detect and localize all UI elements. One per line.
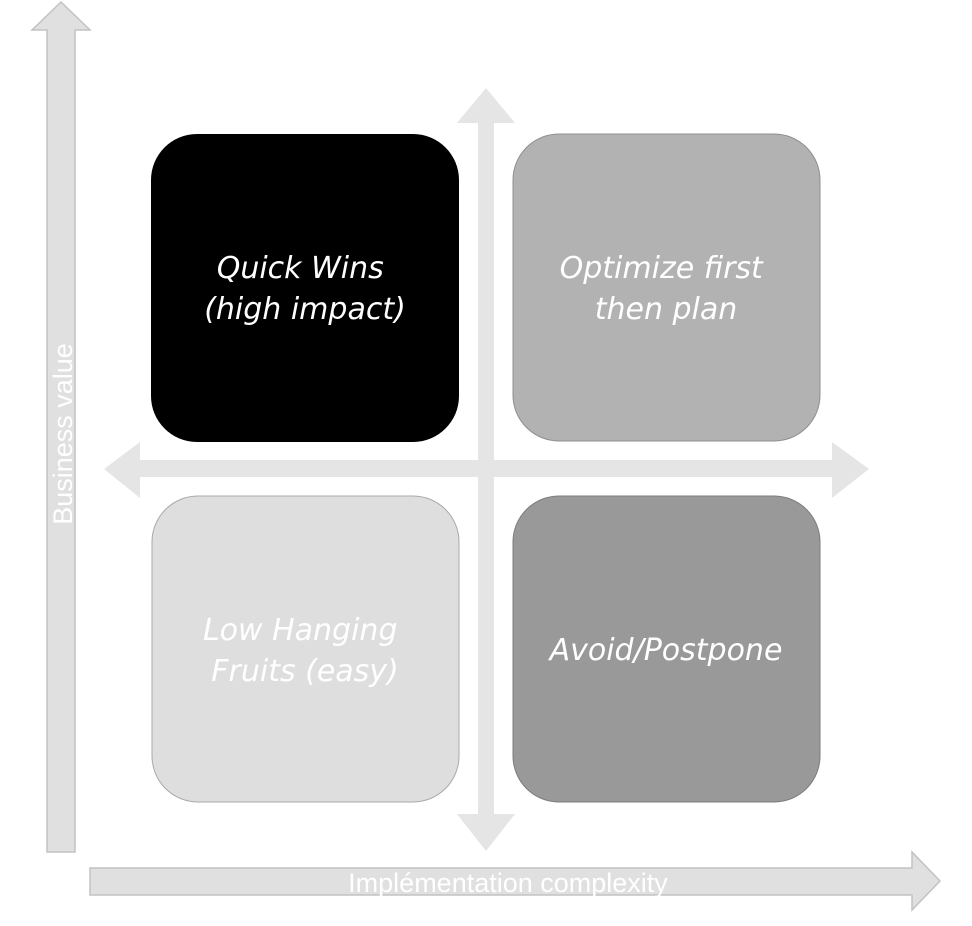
quadrant-avoid-postpone-label: Avoid/Postpone [548,633,783,668]
quadrant-optimize-first: Optimize first then plan [512,133,821,442]
quadrant-optimize-first-label: Optimize first then plan [560,251,773,327]
quadrant-optimize-first-line2: then plan [595,292,738,327]
x-axis-arrow [89,850,942,912]
quadrant-low-hanging-fruits: Low Hanging Fruits (easy) [151,495,460,803]
quadrant-quick-wins-box [151,134,459,442]
y-axis-label: Business value [48,343,78,525]
quadrant-low-hanging-fruits-box [151,495,460,803]
quadrant-quick-wins-line1: Quick Wins [217,251,384,286]
quadrant-low-hanging-fruits-label: Low Hanging Fruits (easy) [203,613,407,689]
quadrant-avoid-postpone: Avoid/Postpone [512,495,821,803]
quadrant-quick-wins: Quick Wins (high impact) [151,134,459,442]
quadrant-quick-wins-label: Quick Wins (high impact) [204,251,406,327]
cross-horizontal-arrow [104,442,869,498]
quadrant-low-hanging-fruits-line1: Low Hanging [203,613,398,648]
quadrant-optimize-first-line1: Optimize first [560,251,764,286]
quadrant-low-hanging-fruits-line2: Fruits (easy) [211,654,399,689]
quadrant-optimize-first-box [512,133,821,442]
y-axis-arrow [30,0,92,853]
quadrant-quick-wins-line2: (high impact) [204,292,406,327]
x-axis-label: Implémentation complexity [348,868,668,898]
quadrant-avoid-postpone-box [512,495,821,803]
